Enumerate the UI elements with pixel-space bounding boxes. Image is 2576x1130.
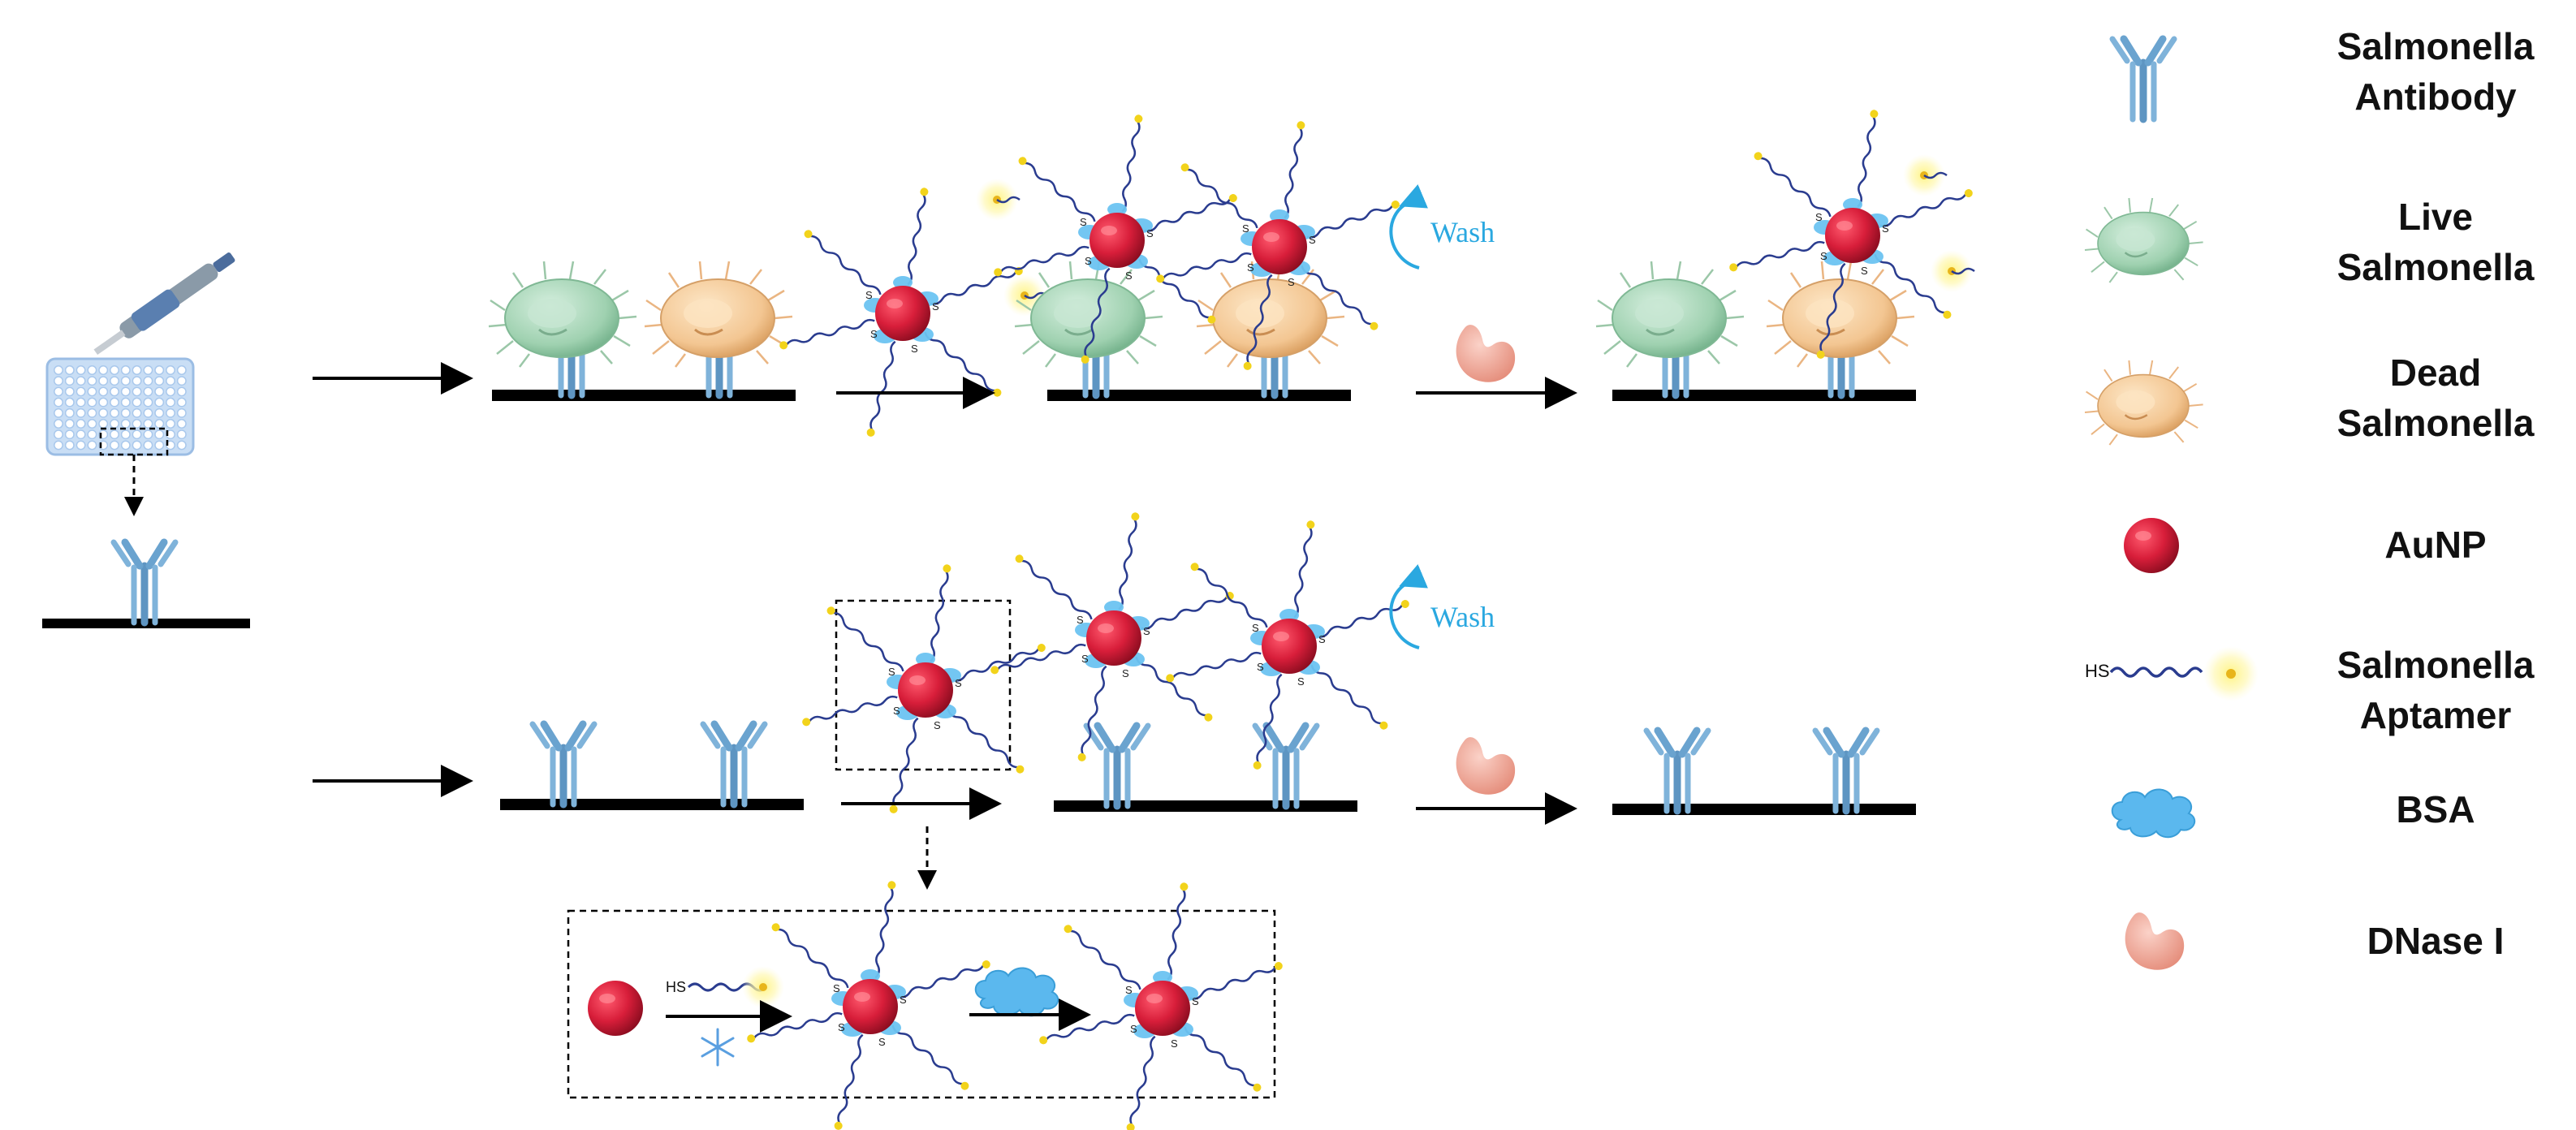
surface-bottom-1 (500, 799, 804, 810)
preparation-inset (567, 909, 1276, 1099)
well-plate (45, 357, 195, 456)
legend-antibody-label: Salmonella Antibody (2337, 25, 2535, 118)
legend-live-label: Live Salmonella (2337, 196, 2535, 288)
aunp-aptamer-icon (779, 188, 1024, 438)
dead-bacteria-icon (643, 260, 794, 369)
wash-icon-top: Wash (1389, 184, 1495, 270)
surface-top-3 (1612, 390, 1916, 401)
legend-icons: HS (2083, 39, 2259, 970)
surface-bottom-3 (1612, 804, 1916, 815)
legend-dnase-label: DNase I (2367, 920, 2505, 962)
svg-text:Wash: Wash (1430, 216, 1495, 248)
svg-text:Wash: Wash (1430, 601, 1495, 633)
surface-top-1 (492, 390, 796, 401)
legend-dead-label: Dead Salmonella (2337, 352, 2535, 444)
svg-text:HS: HS (666, 979, 686, 995)
legend-aunp-label: AuNP (2384, 524, 2487, 566)
legend-aptamer-icon: HS (2085, 646, 2259, 701)
antibody-icon (114, 542, 175, 623)
surface-bottom-2 (1054, 800, 1357, 812)
svg-text:HS: HS (2085, 661, 2110, 681)
snowflake-icon (701, 1028, 735, 1067)
legend-aptamer-label: Salmonella Aptamer (2337, 644, 2535, 736)
legend-bsa-label: BSA (2396, 788, 2475, 830)
thiol-aptamer-inset: HS (666, 966, 784, 1008)
dnase-icon (1456, 325, 1516, 382)
live-bacteria-icon (487, 260, 638, 369)
bsa-icon (974, 967, 1059, 1017)
pipette-icon (93, 252, 235, 356)
wash-icon-bottom: Wash (1389, 564, 1495, 649)
